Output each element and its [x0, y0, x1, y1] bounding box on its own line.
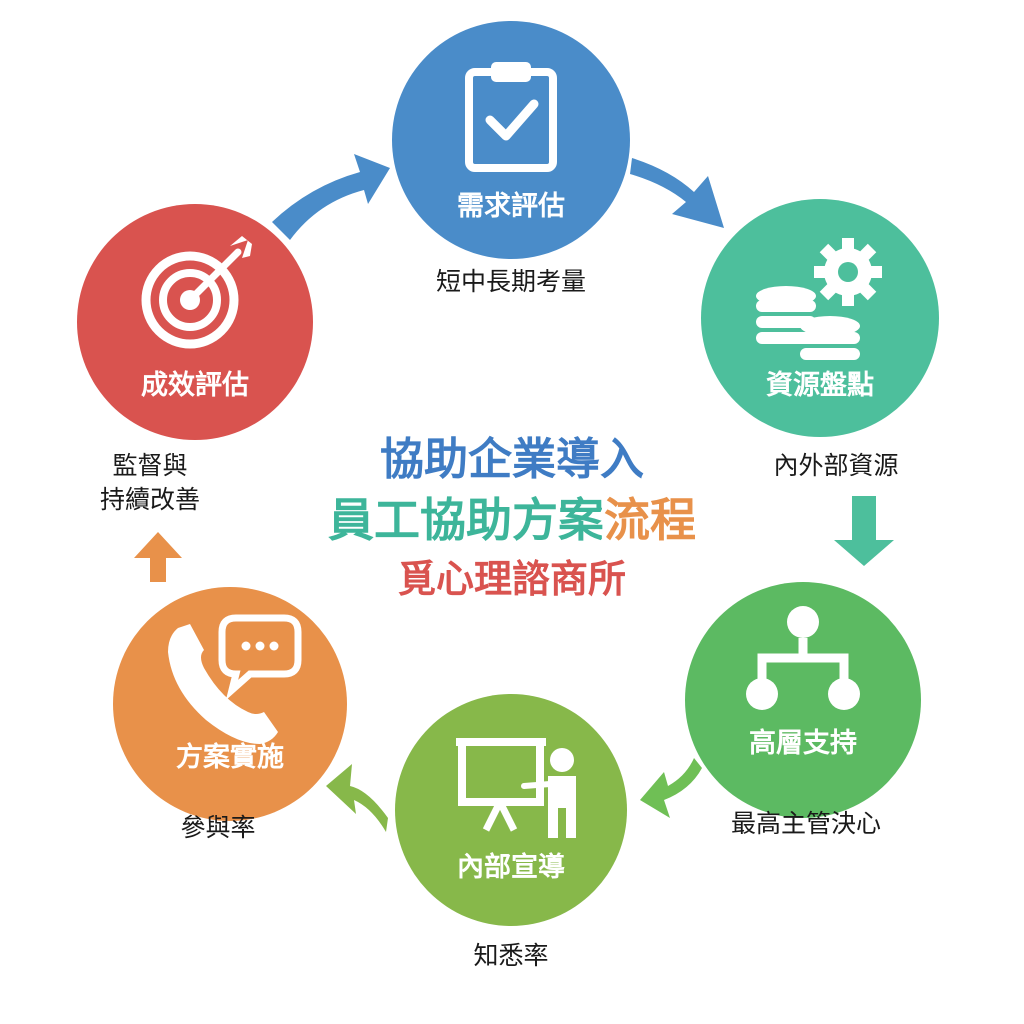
step-circle	[392, 21, 630, 259]
center-title-line2: 員工協助方案流程	[328, 493, 696, 547]
center-title-line2-part1: 員工協助方案	[328, 493, 605, 547]
step-label: 資源盤點	[766, 370, 874, 401]
step-demand-assessment: 需求評估	[392, 21, 630, 259]
arrow-step1-to-step2-body	[630, 158, 724, 228]
step-label: 內部宣導	[457, 851, 565, 883]
target-icon	[141, 236, 252, 349]
step-program-implementation: 方案實施	[113, 587, 347, 821]
step-caption: 短中長期考量	[436, 267, 586, 296]
arrow-step4-to-step5	[326, 764, 388, 832]
step-caption: 內外部資源	[773, 451, 898, 480]
presentation-icon	[456, 738, 576, 838]
clipboard-check-icon	[465, 62, 557, 172]
step-effectiveness-evaluation: 成效評估	[77, 204, 313, 440]
step-caption-line2: 持續改善	[100, 485, 200, 514]
step-caption: 參與率	[180, 813, 255, 842]
step-circle	[395, 694, 627, 926]
step-label: 方案實施	[176, 741, 284, 773]
step-label: 高層支持	[749, 727, 857, 759]
center-title: 協助企業導入 員工協助方案流程 覓心理諮商所	[324, 430, 701, 606]
step-caption: 最高主管決心	[731, 809, 881, 838]
center-title-line1: 協助企業導入	[380, 434, 644, 485]
step-executive-support: 高層支持	[685, 582, 921, 818]
arrow-step5-to-step6	[134, 532, 182, 582]
step-caption-line1: 監督與	[112, 451, 187, 480]
arrow-step2-to-step3	[834, 496, 894, 566]
flow-arrows	[134, 154, 894, 832]
center-title-line3: 覓心理諮商所	[398, 557, 626, 601]
coins-gear-icon	[756, 238, 882, 360]
step-caption: 知悉率	[473, 941, 548, 970]
phone-chat-icon	[168, 614, 302, 744]
arrow-step3-to-step4	[640, 758, 702, 818]
step-resource-inventory: 資源盤點	[701, 199, 939, 437]
step-label: 成效評估	[141, 369, 249, 401]
hierarchy-icon	[746, 606, 860, 710]
step-label: 需求評估	[457, 190, 565, 222]
step-circle	[685, 582, 921, 818]
arrow-step6-to-step1	[272, 154, 390, 240]
step-internal-promotion: 內部宣導	[395, 694, 627, 926]
center-title-line2-part2: 流程	[604, 493, 696, 547]
step-circle	[77, 204, 313, 440]
